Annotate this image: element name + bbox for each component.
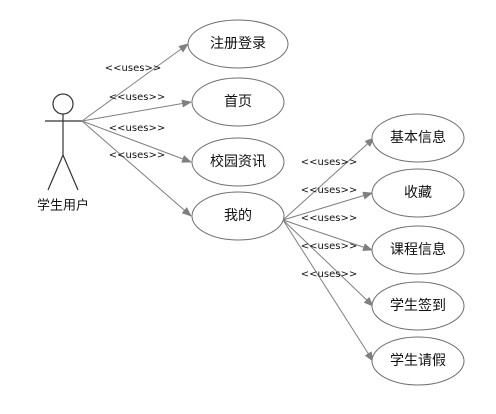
- edge-actor-mine: [81, 120, 192, 217]
- use-case-course-info-ellipse: [371, 225, 465, 275]
- use-case-course-info: 课程信息: [371, 225, 465, 275]
- actor-right-leg: [62, 154, 79, 191]
- use-case-basic-info: 基本信息: [371, 113, 465, 163]
- use-case-register-login-ellipse: [187, 19, 289, 69]
- actor-head: [52, 93, 74, 115]
- edge-mine-leave: [282, 219, 374, 362]
- edge-mine-check-in: [282, 219, 374, 307]
- actor-left-leg: [47, 154, 64, 191]
- use-case-mine-label: 我的: [224, 208, 252, 224]
- use-case-campus-news: 校园资讯: [191, 137, 285, 187]
- uses-label-mine: <<uses>>: [109, 150, 165, 161]
- use-case-register-login-label: 注册登录: [210, 36, 266, 52]
- use-case-check-in-label: 学生签到: [390, 297, 446, 314]
- use-case-check-in-ellipse: [371, 281, 465, 331]
- uses-label-campus-news: <<uses>>: [109, 123, 165, 134]
- use-case-course-info-label: 课程信息: [390, 241, 446, 258]
- actor-label: 学生用户: [37, 198, 89, 214]
- uses-label-check-in: <<uses>>: [301, 241, 357, 252]
- use-case-home: 首页: [191, 77, 285, 127]
- edge-mine-course-info: [282, 219, 373, 251]
- use-case-favorites-label: 收藏: [404, 185, 432, 201]
- use-case-leave: 学生请假: [371, 336, 465, 386]
- use-case-favorites: 收藏: [371, 168, 465, 218]
- use-case-register-login: 注册登录: [187, 19, 289, 69]
- use-case-campus-news-ellipse: [191, 137, 285, 187]
- actor: 学生用户: [37, 93, 89, 214]
- use-case-mine-ellipse: [191, 191, 285, 241]
- edge-mine-basic-info: [282, 137, 375, 221]
- uses-label-favorites: <<uses>>: [301, 185, 357, 196]
- use-case-basic-info-ellipse: [371, 113, 465, 163]
- uses-label-leave: <<uses>>: [301, 269, 357, 280]
- use-case-favorites-ellipse: [371, 168, 465, 218]
- use-case-basic-info-label: 基本信息: [390, 129, 446, 146]
- uses-label-basic-info: <<uses>>: [301, 157, 357, 168]
- uses-label-register-login: <<uses>>: [105, 63, 161, 74]
- use-case-home-ellipse: [191, 77, 285, 127]
- use-case-mine: 我的: [191, 191, 285, 241]
- uses-label-home: <<uses>>: [109, 92, 165, 103]
- use-case-home-label: 首页: [224, 94, 252, 110]
- edge-actor-campus-news: [81, 120, 192, 163]
- edge-mine-favorites: [282, 191, 373, 221]
- edge-actor-register-login: [81, 43, 189, 122]
- use-case-check-in: 学生签到: [371, 281, 465, 331]
- use-case-leave-label: 学生请假: [390, 353, 446, 369]
- use-case-campus-news-label: 校园资讯: [210, 153, 266, 170]
- uses-label-course-info: <<uses>>: [301, 213, 357, 224]
- edge-actor-home: [81, 99, 192, 122]
- use-case-leave-ellipse: [371, 336, 465, 386]
